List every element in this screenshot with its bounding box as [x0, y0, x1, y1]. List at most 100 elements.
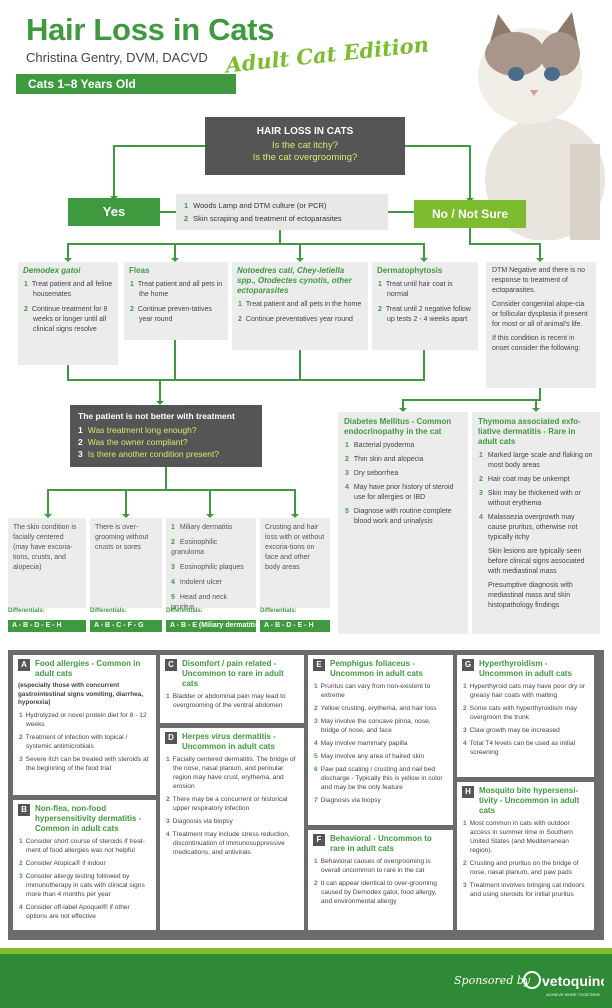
note-text: Consider congenital alope-cia or follicu…: [492, 301, 588, 328]
cat-photo: [450, 12, 605, 240]
legend-card-F: F Behavioral - Uncommon to rare in adult …: [308, 830, 453, 930]
legend-card-E: E Pemphigus foliaceus - Uncommon in adult…: [308, 655, 453, 825]
yes-branch: Yes: [68, 198, 160, 226]
not-better-node: The patient is not better with treatment…: [70, 405, 262, 467]
exam-finding-overgrooming: There is over-grooming without crusts or…: [90, 518, 162, 608]
thymoma-box: Thymoma associated exfo-liative dermatit…: [472, 412, 600, 634]
legend-letter: C: [165, 659, 177, 671]
finding-text: The skin condition is facially centered …: [13, 524, 77, 571]
legend-letter: B: [18, 804, 30, 816]
legend-title: Pemphigus foliaceus - Uncommon in adult …: [330, 659, 423, 678]
sponsored-label: Sponsored by: [454, 974, 531, 987]
differentials-codes: A - B - C - F - G: [90, 620, 162, 632]
footer: [0, 948, 612, 1008]
logo-mark-icon: vetoquinol ACHIEVE MORE TOGETHER: [523, 971, 612, 997]
exam-finding-crusting: Crusting and hair loss with or without e…: [260, 518, 330, 608]
legend-letter: F: [313, 834, 325, 846]
diagnosis-title: Dermatophytosis: [377, 266, 443, 275]
age-range-banner: Cats 1–8 Years Old: [16, 74, 236, 94]
note-text: Presumptive diagnosis with mediastinal m…: [488, 582, 573, 609]
not-better-title: The patient is not better with treatment: [78, 411, 235, 421]
note-text: DTM Negative and there is no response to…: [492, 267, 585, 294]
start-question-2: Is the cat overgrooming?: [252, 152, 358, 163]
legend-letter: A: [18, 659, 30, 671]
legend-subtitle: (especially those with concurrent gastro…: [18, 682, 143, 706]
legend-letter: E: [313, 659, 325, 671]
finding-text: Crusting and hair loss with or without e…: [265, 524, 325, 571]
diabetes-mellitus-box: Diabetes Mellitus - Common endocrinopath…: [338, 412, 468, 634]
differentials-codes: A - B - D - E - H: [8, 620, 86, 632]
author: Christina Gentry, DVM, DACVD: [26, 50, 208, 65]
start-question-1: Is the cat itchy?: [271, 140, 338, 151]
differentials-label: Differentials:: [90, 608, 127, 614]
differentials-label: Differentials:: [260, 608, 297, 614]
legend-title: Disomfort / pain related - Uncommon to r…: [182, 659, 284, 688]
box-title: Thymoma associated exfo-liative dermatit…: [478, 417, 581, 446]
start-title: HAIR LOSS IN CATS: [256, 126, 354, 137]
start-node: HAIR LOSS IN CATS Is the cat itchy? Is t…: [205, 117, 405, 175]
legend-letter: D: [165, 732, 177, 744]
legend-title: Hyperthyroidism - Uncommon in adult cats: [479, 659, 572, 678]
legend-card-C: C Disomfort / pain related - Uncommon to …: [160, 655, 304, 723]
legend-title: Behavioral - Uncommon to rare in adult c…: [330, 834, 432, 853]
exam-finding-facial: The skin condition is facially centered …: [8, 518, 86, 608]
diagnosis-ectoparasites: Notoedres cati, Chey-letiella spp., Otod…: [232, 262, 368, 350]
box-title: Diabetes Mellitus - Common endocrinopath…: [344, 417, 452, 436]
legend-card-A: A Food allergies - Common in adult cats (…: [13, 655, 156, 795]
no-not-sure-branch: No / Not Sure: [414, 200, 526, 228]
legend-title: Food allergies - Common in adult cats: [35, 659, 141, 678]
